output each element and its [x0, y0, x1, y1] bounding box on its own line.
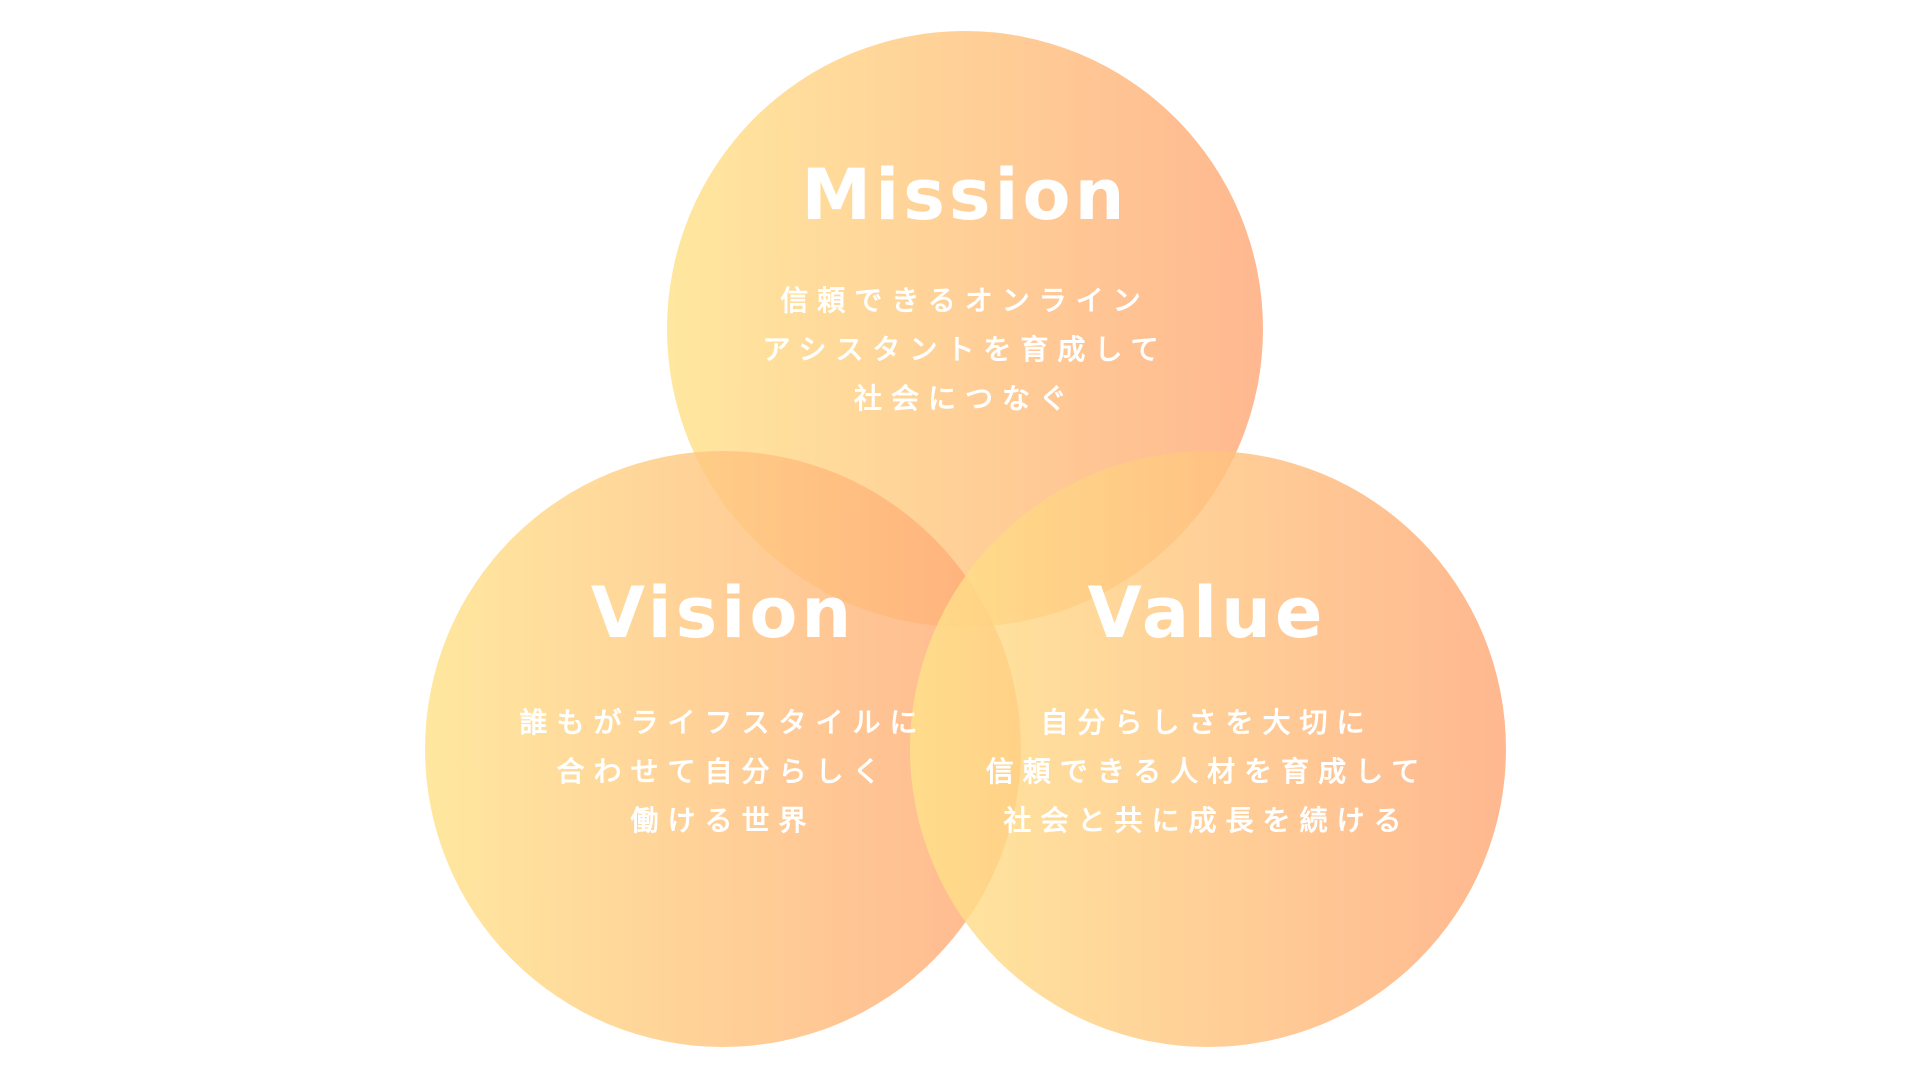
- vision-line: 働ける世界: [630, 804, 816, 837]
- vision-title: Vision: [590, 572, 856, 654]
- mission-title: Mission: [801, 154, 1129, 236]
- vision-line: 合わせて自分らしく: [556, 755, 890, 788]
- mission-line: アシスタントを育成して: [762, 333, 1168, 366]
- value-description: 自分らしさを大切に 信頼できる人材を育成して 社会と共に成長を続ける: [937, 698, 1477, 845]
- value-line: 信頼できる人材を育成して: [985, 755, 1429, 788]
- mission-description: 信頼できるオンライン アシスタントを育成して 社会につなぐ: [715, 276, 1215, 423]
- vision-description: 誰もがライフスタイルに 合わせて自分らしく 働ける世界: [473, 698, 973, 845]
- vision-line: 誰もがライフスタイルに: [519, 706, 927, 739]
- mission-line: 信頼できるオンライン: [780, 284, 1150, 317]
- value-circle: [910, 451, 1506, 1047]
- mission-line: 社会につなぐ: [853, 382, 1076, 415]
- value-line: 自分らしさを大切に: [1040, 706, 1374, 739]
- value-title: Value: [1087, 572, 1327, 654]
- value-line: 社会と共に成長を続ける: [1003, 804, 1411, 837]
